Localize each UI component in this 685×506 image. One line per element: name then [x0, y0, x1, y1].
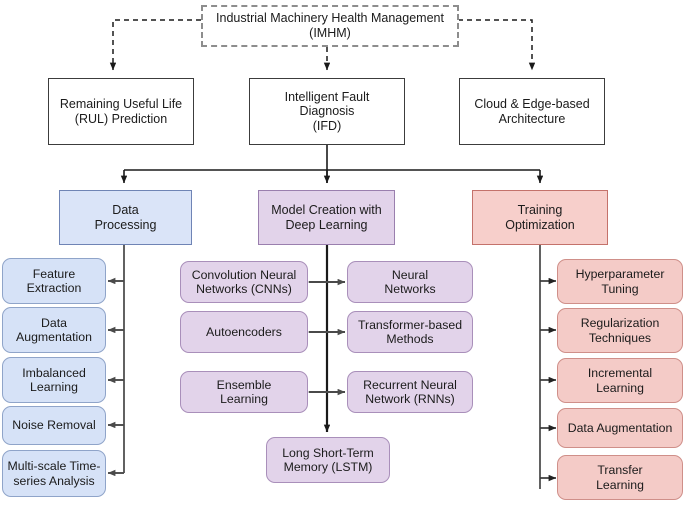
- leaf-label: Incremental Learning: [587, 366, 653, 395]
- category-node-data-processing[interactable]: Data Processing: [59, 190, 192, 245]
- category-node-training-optimization[interactable]: Training Optimization: [472, 190, 608, 245]
- leaf-label: Noise Removal: [12, 418, 96, 433]
- category-node-label: Model Creation with Deep Learning: [271, 202, 382, 232]
- domain-node-rul[interactable]: Remaining Useful Life (RUL) Prediction: [48, 78, 194, 145]
- domain-node-label: Intelligent Fault Diagnosis (IFD): [284, 89, 370, 133]
- leaf-label: Recurrent Neural Network (RNNs): [363, 377, 457, 406]
- leaf-label: Transfer Learning: [596, 463, 644, 492]
- leaf-label: Data Augmentation: [16, 315, 92, 344]
- leaf-feature-extraction[interactable]: Feature Extraction: [2, 258, 106, 304]
- leaf-recurrent-neural-network[interactable]: Recurrent Neural Network (RNNs): [347, 371, 473, 413]
- leaf-label: Data Augmentation: [567, 420, 673, 435]
- leaf-label: Transformer-based Methods: [357, 317, 463, 346]
- leaf-multi-scale-time-series-analysis[interactable]: Multi-scale Time- series Analysis: [2, 450, 106, 497]
- leaf-label: Long Short-Term Memory (LSTM): [282, 445, 374, 474]
- leaf-label: Ensemble Learning: [216, 377, 272, 406]
- leaf-label: Autoencoders: [206, 324, 282, 339]
- leaf-incremental-learning[interactable]: Incremental Learning: [557, 358, 683, 403]
- domain-node-cloud-edge[interactable]: Cloud & Edge-based Architecture: [459, 78, 605, 145]
- leaf-imbalanced-learning[interactable]: Imbalanced Learning: [2, 357, 106, 403]
- leaf-label: Imbalanced Learning: [22, 365, 86, 394]
- leaf-autoencoders[interactable]: Autoencoders: [180, 311, 308, 353]
- category-node-label: Data Processing: [94, 202, 157, 232]
- category-node-label: Training Optimization: [505, 202, 575, 232]
- category-node-model-creation[interactable]: Model Creation with Deep Learning: [258, 190, 395, 245]
- leaf-label: Neural Networks: [384, 267, 436, 296]
- leaf-long-short-term-memory[interactable]: Long Short-Term Memory (LSTM): [266, 437, 390, 483]
- leaf-regularization-techniques[interactable]: Regularization Techniques: [557, 308, 683, 353]
- leaf-neural-networks[interactable]: Neural Networks: [347, 261, 473, 303]
- leaf-label: Regularization Techniques: [580, 316, 660, 345]
- domain-node-ifd[interactable]: Intelligent Fault Diagnosis (IFD): [249, 78, 405, 145]
- leaf-label: Convolution Neural Networks (CNNs): [191, 267, 297, 296]
- leaf-label: Feature Extraction: [26, 266, 82, 295]
- domain-node-label: Cloud & Edge-based Architecture: [474, 96, 590, 126]
- leaf-data-augmentation-training[interactable]: Data Augmentation: [557, 408, 683, 448]
- leaf-convolution-neural-networks[interactable]: Convolution Neural Networks (CNNs): [180, 261, 308, 303]
- leaf-label: Hyperparameter Tuning: [575, 267, 665, 296]
- domain-node-label: Remaining Useful Life (RUL) Prediction: [59, 96, 183, 126]
- leaf-data-augmentation[interactable]: Data Augmentation: [2, 307, 106, 353]
- leaf-transfer-learning[interactable]: Transfer Learning: [557, 455, 683, 500]
- leaf-hyperparameter-tuning[interactable]: Hyperparameter Tuning: [557, 259, 683, 304]
- leaf-transformer-based-methods[interactable]: Transformer-based Methods: [347, 311, 473, 353]
- root-node-imhm[interactable]: Industrial Machinery Health Management (…: [201, 5, 459, 47]
- leaf-ensemble-learning[interactable]: Ensemble Learning: [180, 371, 308, 413]
- leaf-noise-removal[interactable]: Noise Removal: [2, 406, 106, 445]
- root-node-label: Industrial Machinery Health Management (…: [216, 11, 444, 40]
- leaf-label: Multi-scale Time- series Analysis: [7, 459, 101, 488]
